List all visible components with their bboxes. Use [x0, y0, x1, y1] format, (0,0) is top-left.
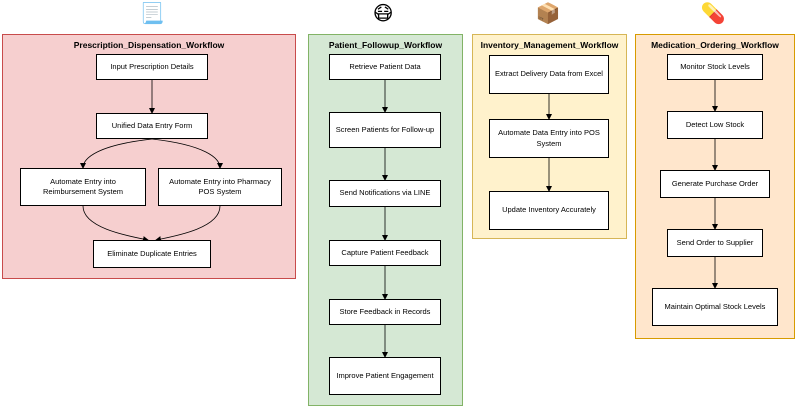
- node-generate-purchase-order: Generate Purchase Order: [660, 170, 770, 198]
- edge: [80, 138, 153, 169]
- node-automate-entry-reimbursement: Automate Entry into Reimbursement System: [20, 168, 146, 206]
- edge: [82, 205, 149, 242]
- panel-title: Patient_Followup_Workflow: [328, 40, 443, 50]
- node-automate-entry-pharmacy-pos: Automate Entry into Pharmacy POS System: [158, 168, 282, 206]
- node-screen-patients: Screen Patients for Follow-up: [329, 112, 441, 148]
- node-extract-delivery-data: Extract Delivery Data from Excel: [489, 55, 609, 94]
- edge: [155, 205, 221, 242]
- node-eliminate-duplicate-entries: Eliminate Duplicate Entries: [93, 240, 211, 268]
- package-icon: 📦: [535, 3, 561, 25]
- scroll-icon: 📃: [139, 3, 165, 25]
- panel-title: Inventory_Management_Workflow: [480, 40, 619, 50]
- masked-face-icon: 😷: [372, 3, 394, 25]
- edge: [151, 138, 223, 169]
- panel-title: Medication_Ordering_Workflow: [651, 40, 779, 50]
- node-input-prescription-details: Input Prescription Details: [96, 54, 208, 80]
- node-automate-data-entry-pos: Automate Data Entry into POS System: [489, 119, 609, 158]
- node-monitor-stock-levels: Monitor Stock Levels: [667, 54, 763, 80]
- node-send-notifications: Send Notifications via LINE: [329, 180, 441, 207]
- node-send-order-supplier: Send Order to Supplier: [667, 229, 763, 257]
- patient-followup-panel: Patient_Followup_Workflow: [308, 34, 463, 406]
- node-retrieve-patient-data: Retrieve Patient Data: [329, 54, 441, 80]
- node-detect-low-stock: Detect Low Stock: [667, 111, 763, 139]
- panel-title: Prescription_Dispensation_Workflow: [73, 40, 225, 50]
- pill-icon: 💊: [700, 3, 726, 25]
- node-store-feedback: Store Feedback in Records: [329, 299, 441, 325]
- node-maintain-optimal-stock: Maintain Optimal Stock Levels: [652, 288, 778, 326]
- node-update-inventory: Update Inventory Accurately: [489, 191, 609, 230]
- node-capture-feedback: Capture Patient Feedback: [329, 240, 441, 266]
- node-improve-engagement: Improve Patient Engagement: [329, 357, 441, 395]
- node-unified-data-entry-form: Unified Data Entry Form: [96, 113, 208, 139]
